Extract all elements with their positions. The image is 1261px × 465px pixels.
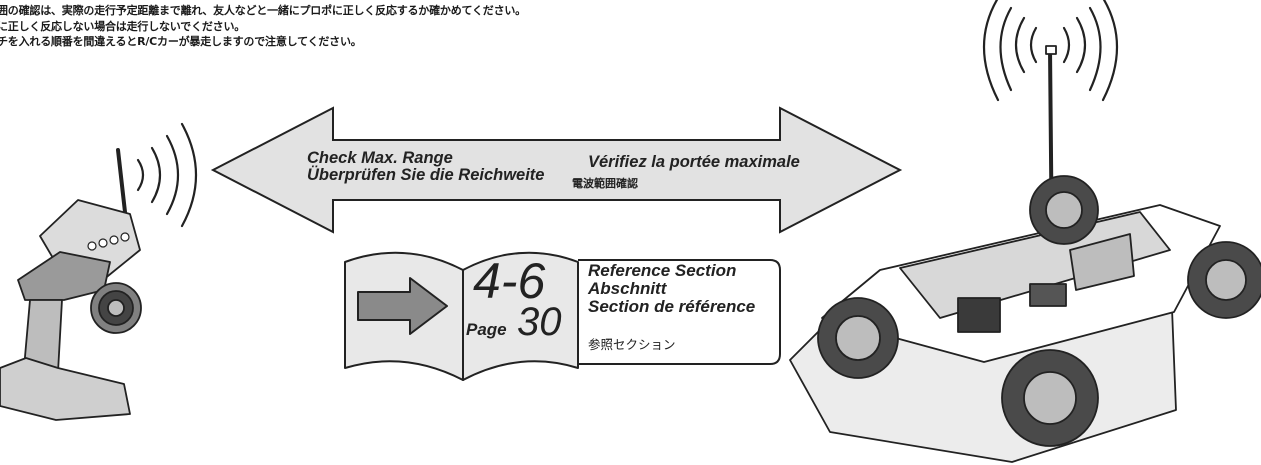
range-label-fr: Vérifiez la portée maximale: [588, 153, 800, 171]
book-arrow-icon: [357, 277, 448, 335]
transmitter-icon: [0, 148, 142, 421]
range-label-en: Check Max. Range: [307, 149, 453, 167]
reference-label-jp: 参照セクション: [588, 337, 676, 352]
instruction-line-3: チを入れる順番を間違えるとR/Cカーが暴走しますので注意してください。: [0, 35, 362, 48]
reference-label-de: Abschnitt: [588, 279, 667, 298]
range-label-de: Überprüfen Sie die Reichweite: [307, 166, 545, 184]
reference-label-fr: Section de référence: [588, 297, 756, 316]
instruction-line-1: 囲の確認は、実際の走行予定距離まで離れ、友人などと一緒にプロポに正しく反応するか…: [0, 4, 526, 17]
reference-label-en: Reference Section: [588, 261, 737, 280]
range-label-jp: 電波範囲確認: [572, 177, 638, 190]
section-number: 4-6: [473, 253, 546, 309]
range-double-arrow: [210, 106, 903, 234]
transmitter-signal-icon: [136, 122, 197, 228]
page-number: 30: [517, 300, 562, 344]
page-label: Page: [466, 320, 507, 339]
instruction-line-2: に正しく反応しない場合は走行しないでください。: [0, 19, 246, 33]
rc-car-icon: [789, 45, 1261, 463]
car-signal-icon: [983, 0, 1118, 102]
reference-section-labels: Reference Section Abschnitt Section de r…: [588, 262, 755, 316]
reference-book-icon: [344, 251, 781, 381]
japanese-instructions: 囲の確認は、実際の走行予定距離まで離れ、友人などと一緒にプロポに正しく反応するか…: [0, 3, 526, 50]
